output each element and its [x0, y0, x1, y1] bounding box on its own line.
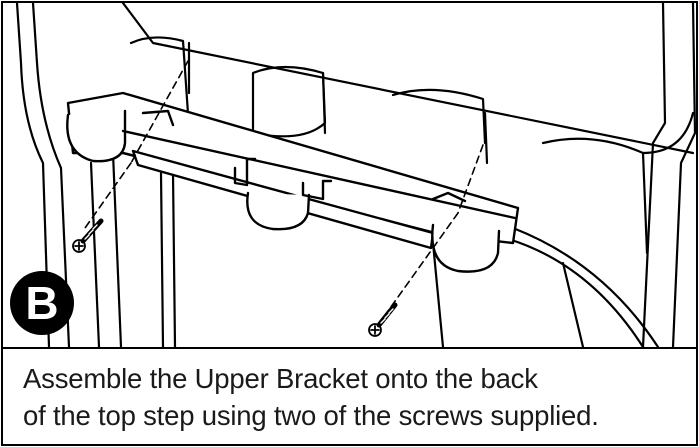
- screw-right: [368, 302, 398, 337]
- top-step: [15, 3, 696, 347]
- instruction-caption: Assemble the Upper Bracket onto the back…: [23, 360, 693, 434]
- assembly-illustration: B: [3, 3, 696, 347]
- screw-guide-lines: [84, 60, 484, 319]
- caption-line-2: of the top step using two of the screws …: [23, 400, 599, 431]
- screw-left: [72, 218, 104, 253]
- upper-bracket: [66, 91, 520, 273]
- step-badge: B: [10, 271, 74, 335]
- caption-line-1: Assemble the Upper Bracket onto the back: [23, 363, 538, 394]
- divider: [3, 347, 696, 349]
